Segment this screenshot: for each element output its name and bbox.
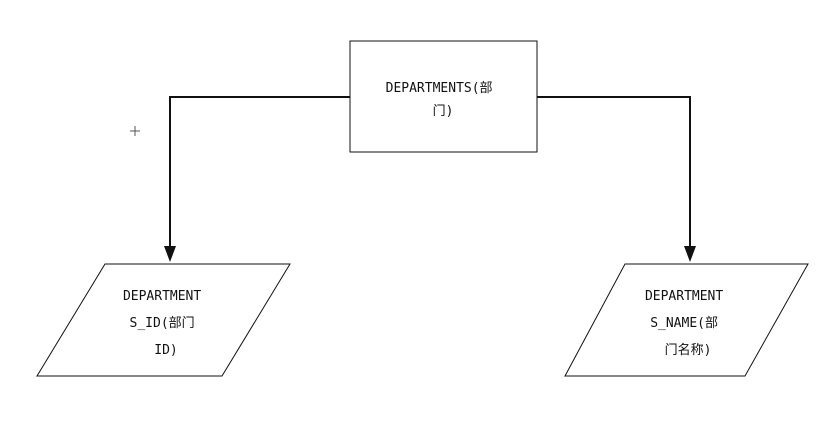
connector-root-to-left <box>164 96 350 262</box>
arrowhead-right <box>684 246 696 262</box>
attribute-departments-name-label: DEPARTMENT S_NAME(部 门名称) <box>645 289 731 358</box>
entity-departments-label: DEPARTMENTS(部 门) <box>386 81 501 119</box>
crosshair-cursor-icon <box>130 126 140 136</box>
attribute-departments-id[interactable]: DEPARTMENT S_ID(部门 ID) <box>36 263 291 377</box>
arrowhead-left <box>164 246 176 262</box>
connector-root-to-right <box>537 96 696 262</box>
attribute-departments-name[interactable]: DEPARTMENT S_NAME(部 门名称) <box>564 263 809 377</box>
entity-departments[interactable]: DEPARTMENTS(部 门) <box>349 40 538 153</box>
attribute-departments-id-label: DEPARTMENT S_ID(部门 ID) <box>123 289 209 358</box>
